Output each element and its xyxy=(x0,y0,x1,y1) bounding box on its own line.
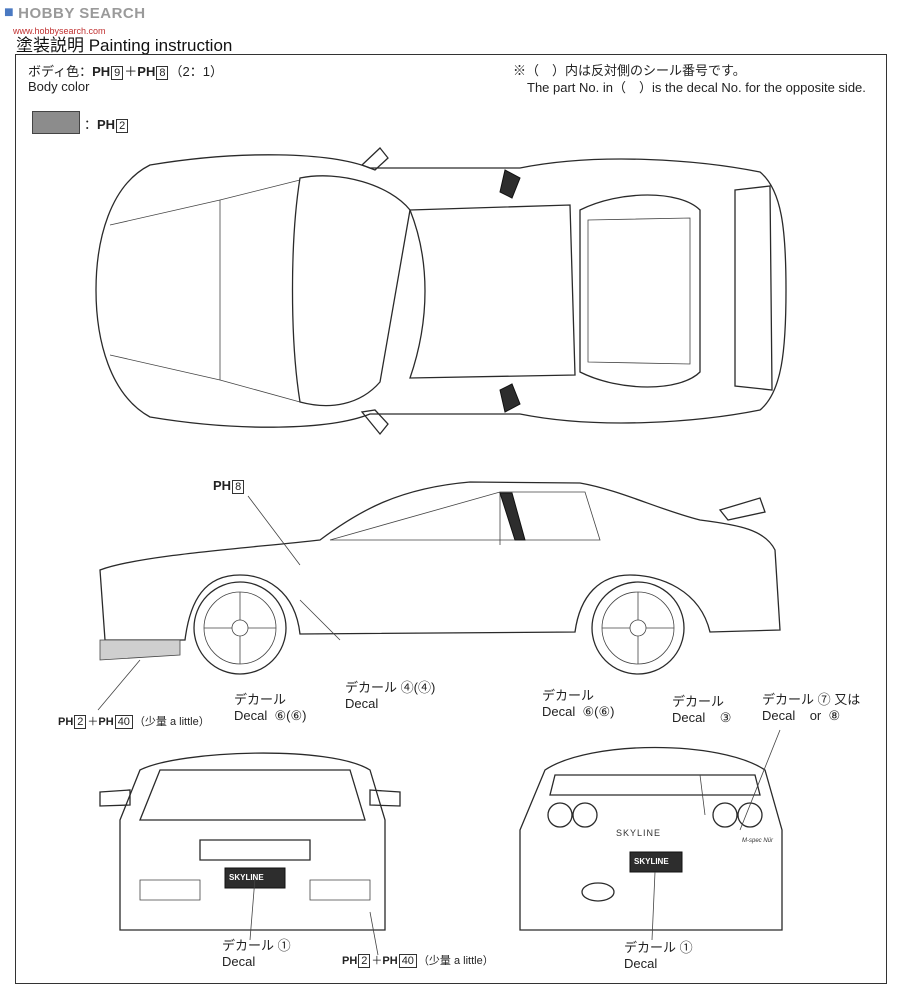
hobby-search-icon: ■ xyxy=(4,4,15,21)
paint-prefix: PH xyxy=(213,478,232,493)
paint-prefix: PH xyxy=(382,955,398,967)
paint-prefix: PH xyxy=(97,117,116,132)
decal-jp: デカール xyxy=(542,688,595,703)
diagram-frame xyxy=(15,54,887,984)
paint-prefix: PH xyxy=(342,955,358,967)
decal-or-jp: 又は xyxy=(834,692,861,707)
decal-rear-plate: デカール ① Decal xyxy=(624,937,693,971)
rear-badge-text: SKYLINE xyxy=(616,828,662,838)
decal-front-wheel: デカール Decal ⑥(⑥) xyxy=(234,689,306,724)
decal-en: Decal xyxy=(762,708,796,723)
decal-jp: デカール xyxy=(234,692,287,707)
decal-en: Decal xyxy=(624,956,658,971)
decal-number-a: ⑦ xyxy=(817,692,831,707)
top-view xyxy=(95,147,787,436)
bottom-paint-a: 2 xyxy=(358,954,371,968)
paint-prefix: PH xyxy=(58,716,74,728)
splitter-paint-a: 2 xyxy=(74,715,87,729)
rear-model-text: M-spec Nür xyxy=(742,838,774,844)
decal-jp: デカール xyxy=(762,692,815,707)
watermark-logo: ■ HOBBY SEARCH xyxy=(4,4,146,22)
decal-number: ① xyxy=(679,940,693,955)
watermark-url: www.hobbysearch.com xyxy=(13,26,106,36)
side-paint-number: 8 xyxy=(232,480,245,494)
body-color-en: Body color xyxy=(28,79,90,94)
decal-number: ⑥(⑥) xyxy=(274,708,307,723)
decal-jp: デカール xyxy=(345,680,398,695)
splitter-paint-b: 40 xyxy=(114,715,133,729)
decal-rear-wheel: デカール Decal ⑥(⑥) xyxy=(542,685,614,720)
paint-prefix: PH xyxy=(98,716,114,728)
paint-prefix: PH xyxy=(92,64,111,79)
decal-number: ④(④) xyxy=(400,680,436,695)
note-jp: ※（ ）内は反対側のシール番号です。 xyxy=(513,63,746,78)
plus-sign: ＋ xyxy=(124,64,138,79)
decal-side: デカール ④(④) Decal xyxy=(345,677,435,711)
decal-en: Decal xyxy=(234,708,268,723)
page-title: 塗装説明 Painting instruction xyxy=(16,36,233,55)
decal-number-b: ⑧ xyxy=(828,708,841,723)
front-view xyxy=(99,752,401,956)
decal-number: ③ xyxy=(719,710,732,725)
decal-jp: デカール xyxy=(624,940,677,955)
body-color-label-jp: ボディ色： xyxy=(28,64,93,79)
decal-front-plate: デカール ① Decal xyxy=(222,935,291,969)
paint-prefix: PH xyxy=(137,64,156,79)
splitter-paint-suffix: （少量 a little） xyxy=(133,716,210,728)
swatch-paint-number: 2 xyxy=(116,119,129,133)
paint-number-b: 8 xyxy=(156,66,169,80)
rear-view xyxy=(519,729,783,941)
front-plate-text: SKYLINE xyxy=(229,873,264,882)
decal-jp: デカール xyxy=(672,694,725,709)
decal-en: Decal xyxy=(542,704,576,719)
paint-number-a: 9 xyxy=(111,66,124,80)
note-en: The part No. in（ ）is the decal No. for t… xyxy=(527,80,866,95)
decal-rear-choice: デカール ⑦ 又は Decal or ⑧ xyxy=(762,689,860,724)
decal-number: ⑥(⑥) xyxy=(582,704,615,719)
watermark-text: HOBBY SEARCH xyxy=(18,4,146,22)
decal-en: Decal xyxy=(222,954,256,969)
bottom-paint-b: 40 xyxy=(398,954,417,968)
bottom-paint-suffix: （少量 a little） xyxy=(417,955,494,967)
decal-en: Decal xyxy=(345,696,379,711)
color-swatch xyxy=(32,111,80,134)
decal-or-en: or xyxy=(809,708,822,723)
paint-ratio: （2：1） xyxy=(169,64,223,79)
rear-plate-text: SKYLINE xyxy=(634,857,669,866)
decal-en: Decal xyxy=(672,710,706,725)
decal-jp: デカール xyxy=(222,938,275,953)
decal-number: ① xyxy=(277,938,291,953)
side-view xyxy=(97,481,781,711)
decal-rear-badge: デカール Decal ③ xyxy=(672,691,731,726)
